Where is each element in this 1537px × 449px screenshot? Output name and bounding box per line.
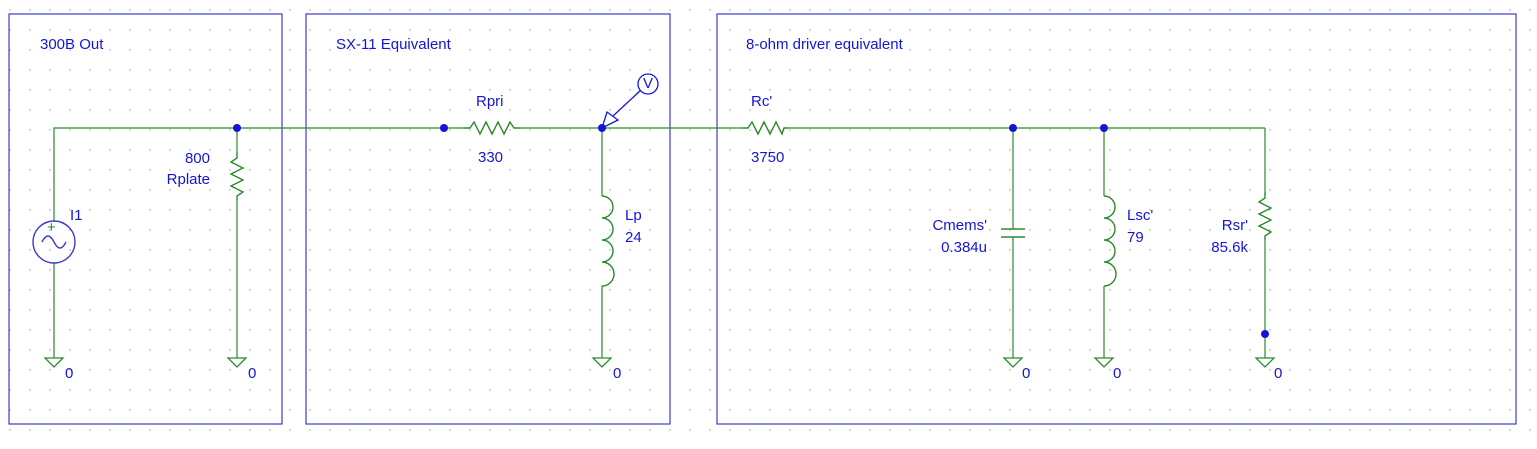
- rpri-value: 330: [478, 149, 503, 166]
- rplate-value: 800: [185, 150, 210, 167]
- block-driver-title: 8-ohm driver equivalent: [746, 36, 904, 53]
- resistor-rplate-icon[interactable]: [229, 152, 245, 200]
- rplate-name: Rplate: [167, 171, 210, 188]
- ground-lsc-label: 0: [1113, 365, 1121, 382]
- junction-rsr-bottom: [1261, 330, 1269, 338]
- ground-cmems[interactable]: 0: [1002, 357, 1030, 382]
- voltage-probe-icon[interactable]: V: [600, 73, 659, 130]
- resistor-rpri-icon[interactable]: [463, 120, 521, 136]
- ground-i1-label: 0: [65, 365, 73, 382]
- junction-lp: [598, 124, 606, 132]
- rsr-name: Rsr': [1222, 217, 1248, 234]
- ground-lp-label: 0: [613, 365, 621, 382]
- block-sx11-title: SX-11 Equivalent: [336, 36, 452, 53]
- ground-rplate-label: 0: [248, 365, 256, 382]
- inductor-lp-icon[interactable]: [601, 195, 615, 287]
- grid-dots: [9, 9, 1531, 431]
- ground-cmems-label: 0: [1022, 365, 1030, 382]
- block-driver-frame[interactable]: [716, 13, 1517, 425]
- rsr-value: 85.6k: [1211, 239, 1248, 256]
- lp-name: Lp: [625, 207, 642, 224]
- ground-rplate[interactable]: 0: [226, 357, 256, 382]
- rc-name: Rc': [751, 93, 772, 110]
- junctions: [233, 124, 1269, 338]
- junction-cmems: [1009, 124, 1017, 132]
- junction-sx11-input: [440, 124, 448, 132]
- ground-rsr[interactable]: 0: [1254, 357, 1282, 382]
- cmems-name: Cmems': [932, 217, 987, 234]
- ground-lsc[interactable]: 0: [1093, 357, 1121, 382]
- lsc-value: 79: [1127, 229, 1144, 246]
- svg-text:+: +: [47, 219, 56, 236]
- block-sx11-frame[interactable]: [305, 13, 671, 425]
- junction-rplate: [233, 124, 241, 132]
- rpri-name: Rpri: [476, 93, 504, 110]
- cmems-value: 0.384u: [941, 239, 987, 256]
- junction-lsc: [1100, 124, 1108, 132]
- block-300b-title: 300B Out: [40, 36, 104, 53]
- rc-value: 3750: [751, 149, 784, 166]
- i1-label: I1: [70, 207, 83, 224]
- ground-lp[interactable]: 0: [591, 357, 621, 382]
- ground-rsr-label: 0: [1274, 365, 1282, 382]
- wires: [53, 127, 1266, 358]
- ac-current-source-icon[interactable]: +: [32, 219, 76, 264]
- lsc-name: Lsc': [1127, 207, 1153, 224]
- wire-i1-top: [53, 127, 237, 221]
- probe-label: V: [643, 75, 653, 92]
- lp-value: 24: [625, 229, 642, 246]
- inductor-lsc-icon[interactable]: [1103, 195, 1117, 287]
- resistor-rc-icon[interactable]: [742, 120, 788, 136]
- block-300b-frame[interactable]: [8, 13, 283, 425]
- ground-i1[interactable]: 0: [43, 357, 73, 382]
- resistor-rsr-icon[interactable]: [1257, 192, 1273, 240]
- capacitor-cmems-icon[interactable]: [1001, 228, 1025, 238]
